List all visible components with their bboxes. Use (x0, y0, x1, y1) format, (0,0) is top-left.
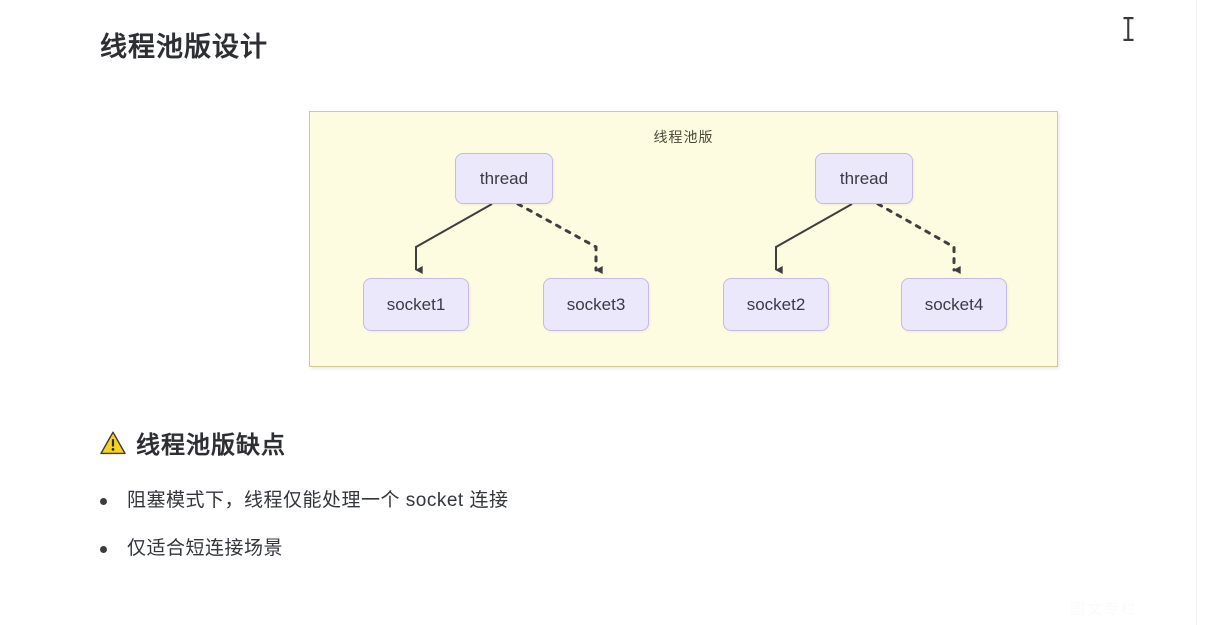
list-item: 仅适合短连接场景 (100, 536, 1000, 562)
right-gutter (1196, 0, 1220, 625)
edge-thread-right-socket4 (876, 202, 961, 274)
edge-thread-left-socket1 (415, 203, 493, 274)
page-title: 线程池版设计 (100, 32, 268, 62)
bullet-dot (100, 546, 107, 553)
diagram-label: 线程池版 (653, 129, 714, 145)
list-item-text: 仅适合短连接场景 (127, 538, 284, 559)
node-socket4: socket4 (901, 278, 1007, 331)
edge-thread-left-socket3 (516, 202, 603, 274)
node-socket3: socket3 (543, 278, 649, 331)
watermark: 图文专栏 (1070, 601, 1139, 618)
bullet-dot (100, 498, 107, 505)
drawbacks-heading-text: 线程池版缺点 (136, 432, 286, 459)
list-item: 阻塞模式下，线程仅能处理一个 socket 连接 (100, 488, 1000, 514)
warning-triangle-icon (100, 431, 126, 454)
node-socket1: socket1 (363, 278, 469, 331)
edge-thread-right-socket2 (775, 203, 853, 274)
node-thread-right: thread (815, 153, 913, 204)
drawbacks-heading: 线程池版缺点 (100, 425, 286, 460)
node-socket2: socket2 (723, 278, 829, 331)
drawbacks-list: 阻塞模式下，线程仅能处理一个 socket 连接 仅适合短连接场景 (100, 488, 1000, 584)
text-cursor-icon (1123, 17, 1134, 41)
diagram-edges (415, 202, 961, 274)
node-thread-left: thread (455, 153, 553, 204)
list-item-text: 阻塞模式下，线程仅能处理一个 socket 连接 (127, 490, 509, 511)
diagram-container: 线程池版 thread thread socket1 socket3 socke… (309, 111, 1058, 367)
